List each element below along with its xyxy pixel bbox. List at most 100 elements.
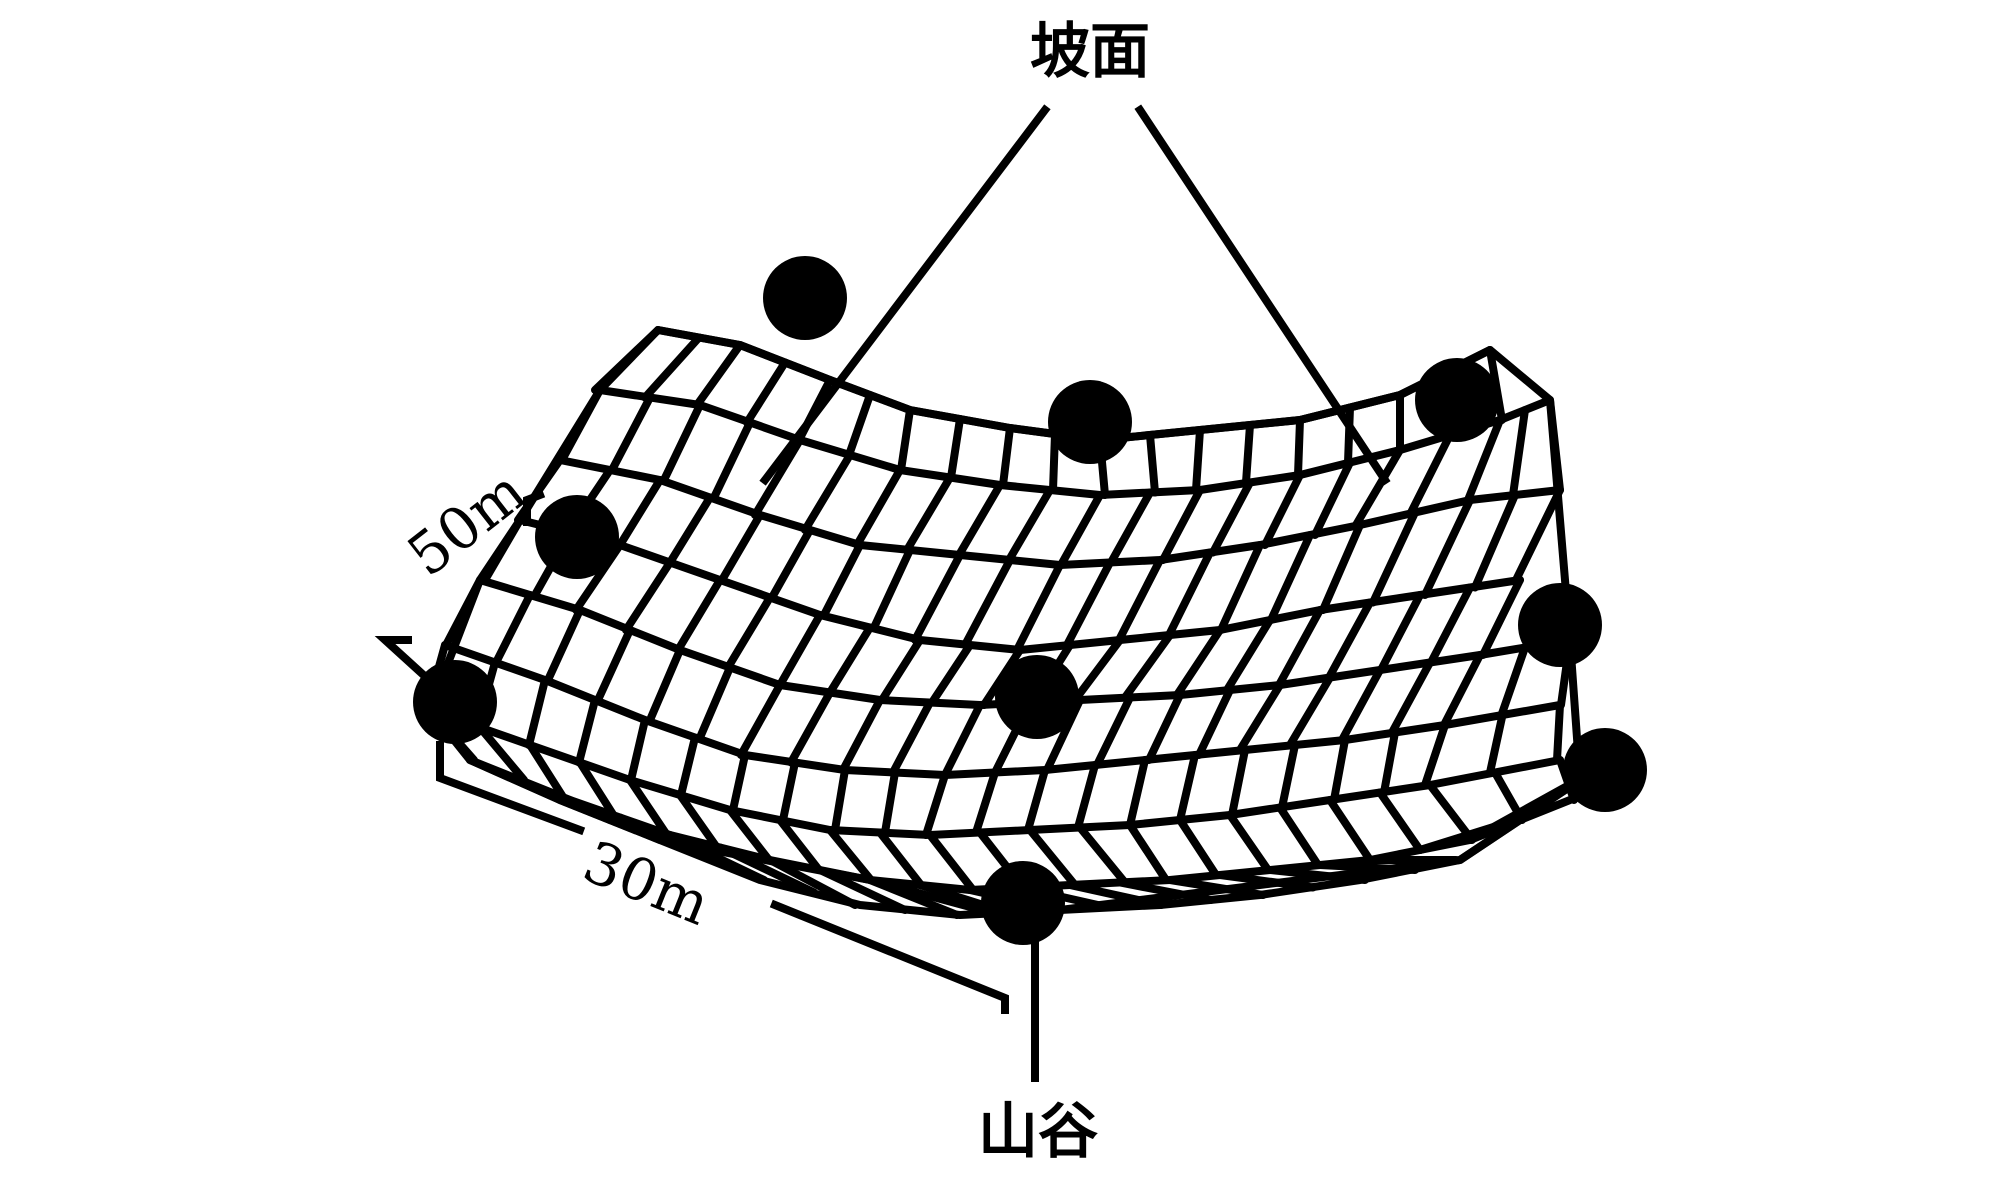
mesh-cross-line [878, 636, 924, 704]
mesh-cross-line [1093, 693, 1134, 769]
mesh-cross-line [787, 688, 834, 767]
mesh-cross-line [1344, 403, 1354, 467]
mesh-cross-line [576, 758, 619, 822]
mesh-cross-line [1223, 616, 1274, 694]
mesh-cross-line [1192, 426, 1204, 494]
width-bracket-top [523, 489, 546, 526]
mesh-cross-line [1512, 486, 1564, 584]
mesh-cross-line [676, 791, 721, 852]
mesh-cross-line [1330, 736, 1349, 804]
mesh-cross-line [1325, 598, 1374, 682]
mesh-cross-line [724, 593, 774, 672]
survey-marker [1563, 728, 1647, 812]
mesh-cross-line [876, 828, 925, 889]
terrain-outline [426, 326, 1584, 919]
mesh-cross-line [776, 816, 823, 874]
mesh-cross-line [1369, 508, 1419, 607]
mesh-cross-line [1421, 721, 1449, 789]
mesh-cross-line [594, 626, 634, 704]
mesh-cross-line [779, 758, 799, 824]
mesh-cross-line [1024, 766, 1049, 834]
mesh-cross-line [666, 493, 714, 567]
survey-marker [1415, 358, 1499, 442]
mesh-cross-line [1159, 486, 1204, 564]
mesh-cross-line [1145, 691, 1184, 764]
mesh-cross-line [626, 776, 671, 839]
survey-marker [981, 861, 1065, 945]
mesh-cross-line [1217, 541, 1264, 634]
mesh-cross-line [1440, 651, 1484, 729]
slope-leader-right [1134, 104, 1391, 486]
mesh-cross-line [646, 646, 684, 724]
mesh-cross-line [1121, 631, 1174, 702]
mesh-cross-line [1126, 756, 1149, 829]
mesh-cross-line [677, 733, 699, 799]
mesh-cross-line [525, 676, 549, 749]
mesh-cross-line [718, 511, 764, 584]
mesh-cross-line [1294, 416, 1304, 479]
mesh-cross-line [831, 766, 849, 834]
mesh-cross-line [1509, 406, 1529, 499]
mesh-cross-line [1115, 556, 1164, 644]
survey-marker [1518, 583, 1602, 667]
slope-label: 坡面 [1030, 17, 1150, 87]
survey-marker [413, 660, 497, 744]
mesh-cross-line [768, 526, 814, 602]
mesh-cross-line [743, 358, 789, 427]
mesh-cross-line [1005, 486, 1054, 564]
mesh-cross-line [544, 606, 584, 684]
mesh-cross-line [845, 391, 874, 459]
valley-label: 山谷 [978, 1097, 1098, 1167]
mesh-cross-line [1176, 816, 1220, 879]
mesh-cross-line [1407, 431, 1454, 517]
mesh-cross-line [1486, 711, 1507, 777]
mesh-cross-line [1026, 826, 1079, 889]
mesh-cross-line [1276, 803, 1322, 869]
mesh-cross-line [889, 698, 934, 777]
mesh-cross-line [1286, 673, 1334, 749]
mesh-cross-line [575, 696, 599, 767]
mesh-cross-line [660, 401, 704, 484]
survey-marker [535, 495, 619, 579]
mesh-cross-line [1013, 561, 1064, 654]
mesh-cross-line [955, 481, 1004, 559]
mesh-cross-line [1376, 788, 1424, 854]
mesh-cross-line [897, 406, 914, 474]
mesh-cross-line [1063, 558, 1114, 649]
mesh-cross-line [1471, 491, 1519, 592]
mesh-cross-line [1421, 496, 1474, 599]
mesh-cross-line [1195, 686, 1234, 759]
mesh-cross-line [926, 831, 977, 894]
mesh-cross-line [1275, 606, 1324, 689]
mesh-cross-line [820, 541, 864, 619]
mesh-cross-line [881, 768, 899, 837]
mesh-cross-line [693, 341, 744, 409]
survey-marker [995, 655, 1079, 739]
mesh-cross-line [1071, 636, 1124, 704]
mesh-cross-line [1146, 431, 1159, 497]
mesh-cross-line [1176, 751, 1199, 824]
mesh-cross-line [947, 415, 964, 482]
mesh-cross-line [853, 466, 904, 549]
mesh-cross-line [801, 451, 854, 534]
mesh-cross-line [1076, 823, 1129, 887]
mesh-cross-line [1107, 488, 1154, 567]
mesh-cross-line [1388, 658, 1434, 737]
mesh-cross-line [1479, 576, 1524, 659]
mesh-cross-line [526, 741, 569, 804]
mesh-cross-line [627, 716, 649, 784]
mesh-cross-line [674, 576, 724, 654]
mesh-cross-line [1226, 811, 1272, 874]
mesh-cross-line [1261, 471, 1304, 549]
mesh-cross-line [737, 681, 784, 759]
length-bracket-left [436, 741, 586, 836]
mesh-cross-line [1267, 531, 1314, 624]
mesh-cross-line [1074, 761, 1099, 832]
mesh-cross-line [1352, 446, 1404, 529]
slope-leader-left [759, 104, 1051, 486]
mesh-cross-line [1338, 666, 1384, 744]
mesh-cross-line [608, 393, 654, 474]
mesh-cross-line [1380, 728, 1399, 797]
mesh-cross-line [999, 424, 1014, 489]
